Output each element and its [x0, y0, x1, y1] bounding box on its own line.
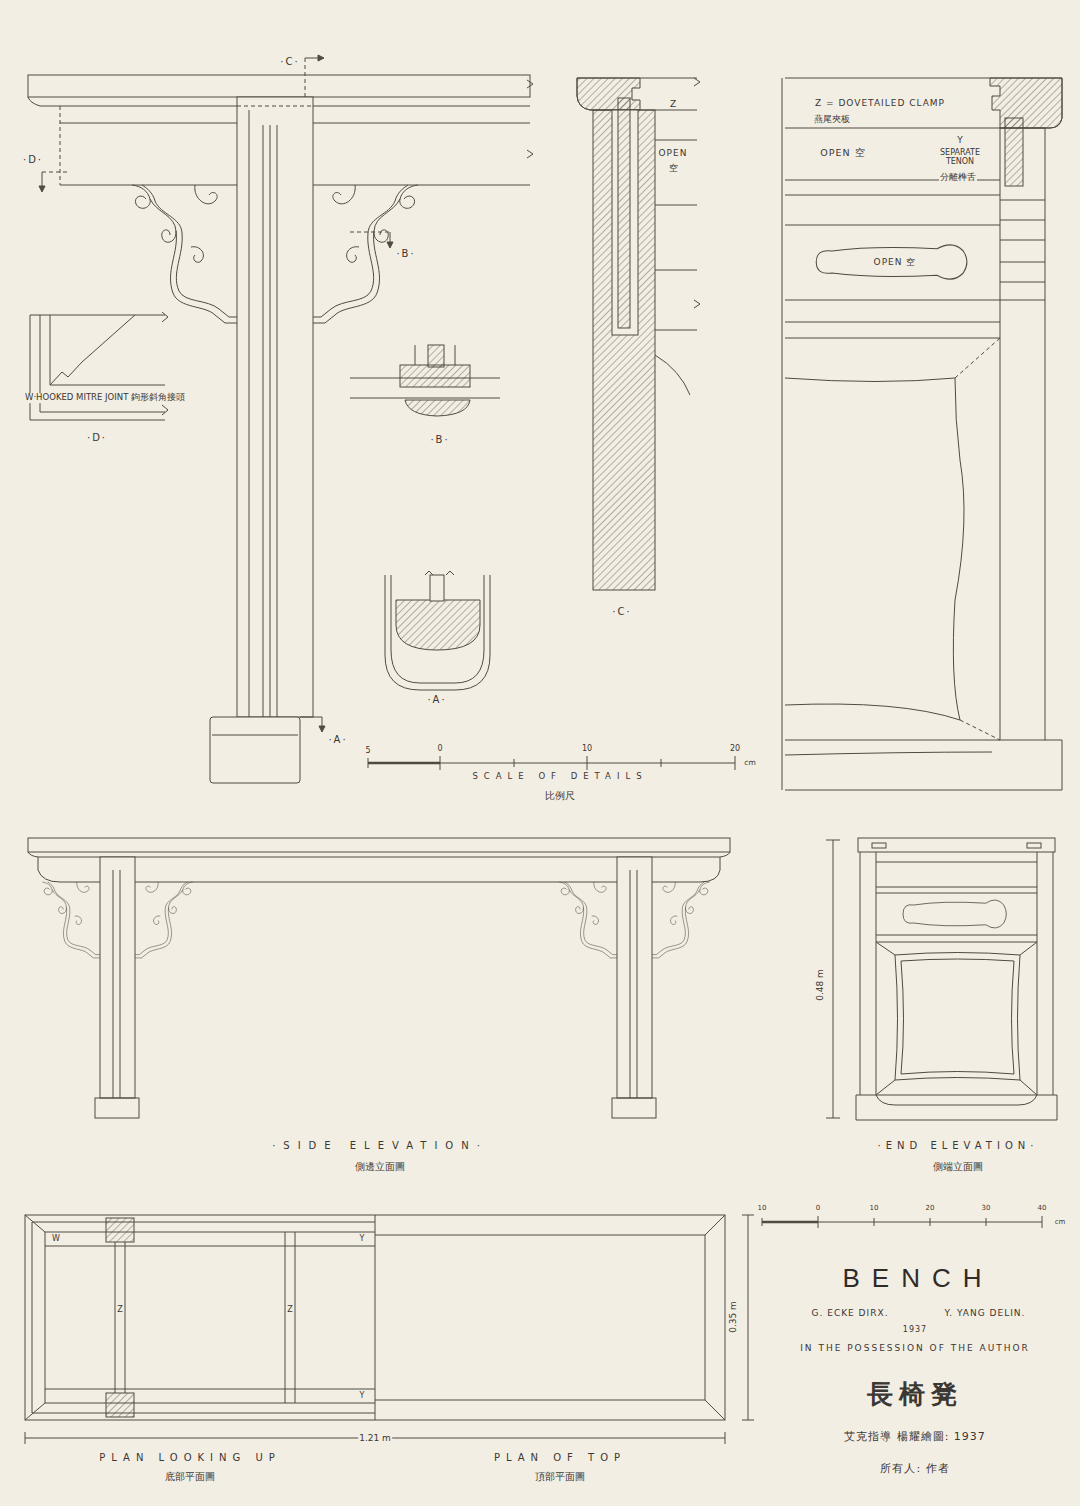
part-letter: Y [359, 1391, 366, 1400]
section-marker: ·C· [279, 56, 300, 68]
scale-number: 20 [729, 744, 741, 753]
scale-unit: cm [743, 759, 756, 768]
part-letter: Z [116, 1305, 123, 1314]
detail-title: ·D· [86, 432, 108, 444]
scale-unit: cm [1054, 1218, 1067, 1226]
detail-title: ·B· [429, 434, 450, 446]
scale-number: 0 [436, 744, 443, 753]
scale-number: 20 [925, 1204, 936, 1212]
scale-number: 40 [1037, 1204, 1048, 1212]
part-note: OPEN [658, 148, 689, 158]
part-letter: Z [669, 99, 677, 109]
chinese-title: 長椅凳 [866, 1380, 964, 1410]
joint-note: W·HOOKED MITRE JOINT 鉤形斜角接頭 [24, 393, 186, 403]
part-note: OPEN 空 [819, 148, 866, 159]
scale-title: 比例尺 [544, 790, 576, 802]
section-marker: ·D· [22, 154, 44, 166]
detail-title: ·A· [426, 694, 447, 706]
part-note: 分離榫舌 [939, 172, 977, 182]
dimension: 0.35 m [728, 1300, 738, 1334]
owner-note: 所有人: 作者 [879, 1463, 950, 1476]
part-letter: Y [956, 135, 964, 145]
view-title: 側邊立面圖 [354, 1161, 406, 1173]
part-note: Z = DOVETAILED CLAMP [814, 98, 946, 108]
dimension: 1.21 m [358, 1433, 392, 1443]
view-title: PLAN OF TOP [493, 1452, 627, 1464]
part-letter: Z [286, 1305, 293, 1314]
part-note: 空 [668, 163, 679, 173]
part-note: 燕尾夾板 [813, 114, 851, 124]
scale-number: 30 [981, 1204, 992, 1212]
scale-number: 10 [869, 1204, 880, 1212]
line-work [25, 55, 1062, 1444]
credit: 艾克指導 楊耀繪圖: 1937 [843, 1431, 987, 1444]
scale-number: 10 [581, 744, 593, 753]
scale-number: 5 [364, 746, 371, 755]
scale-title: SCALE OF DETAILS [471, 772, 648, 782]
part-note: OPEN 空 [873, 257, 918, 267]
section-marker: ·B· [395, 248, 416, 260]
view-title: 側端立面圖 [932, 1161, 984, 1173]
section-marker: ·A· [327, 734, 348, 746]
view-title: PLAN LOOKING UP [98, 1452, 282, 1464]
view-title: 底部平面圖 [164, 1471, 216, 1483]
view-title: ·END ELEVATION· [877, 1140, 1040, 1152]
drawing-title: BENCH [842, 1264, 993, 1293]
view-title: 頂部平面圖 [534, 1471, 586, 1483]
view-title: ·SIDE ELEVATION· [271, 1140, 489, 1152]
scale-number: 10 [757, 1204, 768, 1212]
credit: Y. YANG DELIN. [944, 1308, 1027, 1318]
part-letter: Y [359, 1234, 366, 1243]
dimension: 0.48 m [815, 968, 825, 1002]
part-letter: W [51, 1234, 61, 1243]
owner-note: IN THE POSSESSION OF THE AUTHOR [799, 1343, 1031, 1353]
date: 1937 [902, 1325, 928, 1334]
detail-title: ·C· [611, 606, 632, 618]
scale-number: 0 [815, 1204, 821, 1212]
credit: G. ECKE DIRX. [811, 1308, 890, 1318]
part-note: SEPARATE TENON [928, 148, 992, 166]
